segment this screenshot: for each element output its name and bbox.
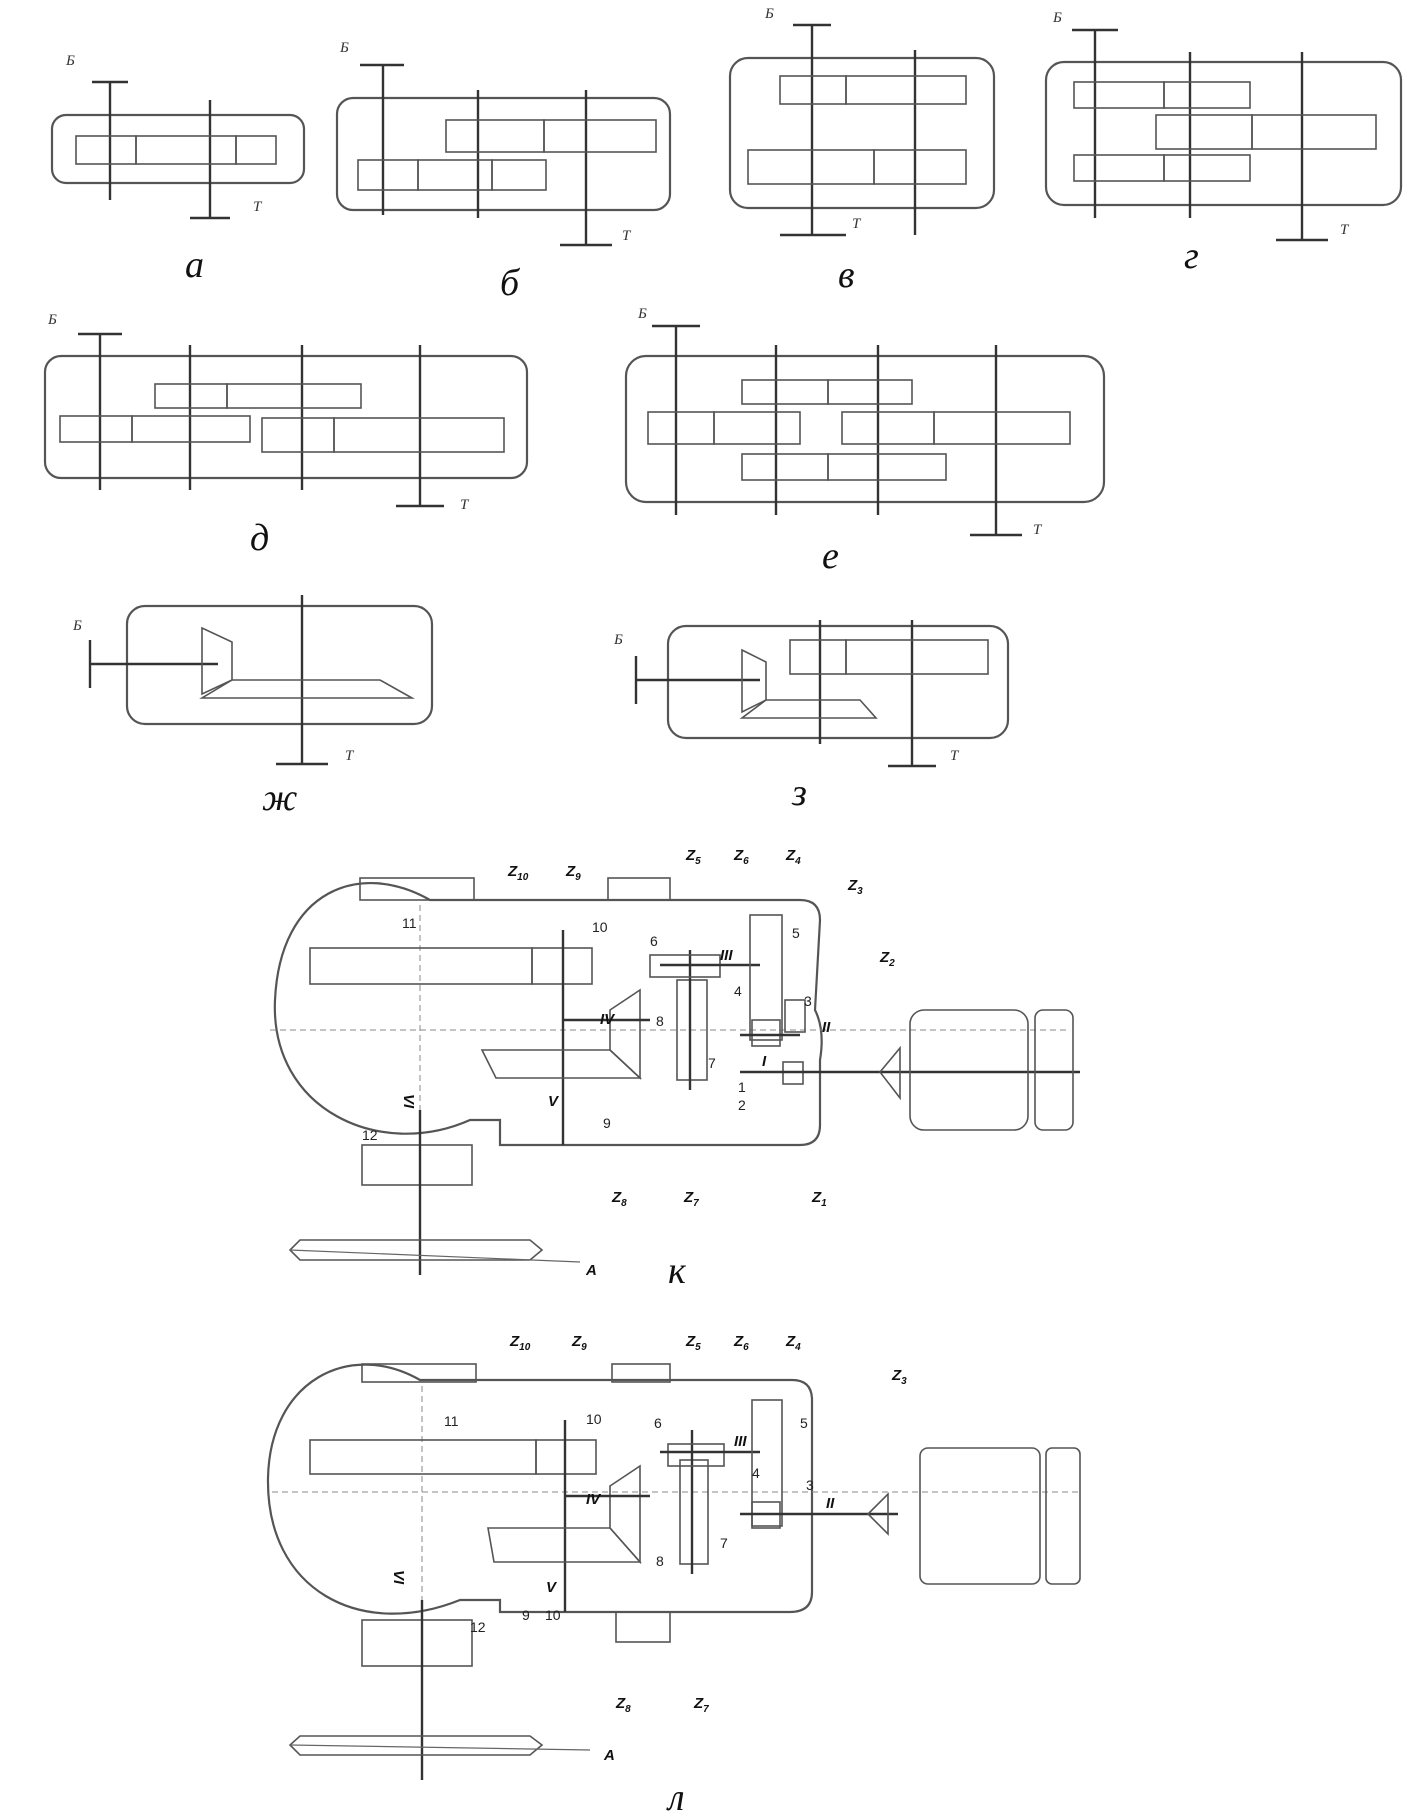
svg-text:A: A: [603, 1747, 615, 1764]
input-shaft-label: Б: [1052, 10, 1062, 26]
input-shaft-label: Б: [339, 40, 349, 56]
scheme-d: Б Т д: [43, 312, 529, 559]
svg-text:2: 2: [738, 1097, 746, 1113]
svg-text:5: 5: [800, 1415, 808, 1431]
svg-text:6: 6: [650, 933, 658, 949]
svg-text:III: III: [734, 1433, 747, 1450]
svg-text:10: 10: [586, 1411, 602, 1427]
scheme-z: Б Т з: [613, 620, 1010, 814]
caption-z: з: [791, 772, 807, 814]
svg-text:3: 3: [804, 993, 812, 1009]
output-shaft-label: Т: [852, 216, 862, 232]
svg-text:12: 12: [362, 1127, 378, 1143]
svg-text:9: 9: [522, 1607, 530, 1623]
output-shaft-label: Т: [1340, 222, 1350, 238]
svg-text:Z1: Z1: [811, 1189, 827, 1209]
output-shaft-label: Т: [950, 748, 960, 764]
output-shaft-label: Т: [253, 199, 263, 215]
svg-text:5: 5: [792, 925, 800, 941]
svg-text:Z6: Z6: [733, 847, 749, 867]
caption-zh: ж: [262, 777, 297, 819]
output-shaft-label: Т: [460, 497, 470, 513]
svg-text:Z9: Z9: [565, 863, 581, 883]
output-shaft-label: Т: [622, 228, 632, 244]
caption-e: е: [822, 535, 839, 577]
svg-text:IV: IV: [600, 1011, 616, 1028]
svg-text:Z7: Z7: [683, 1189, 699, 1209]
input-shaft-label: Б: [613, 632, 623, 648]
svg-text:3: 3: [806, 1477, 814, 1493]
scheme-zh: Б Т ж: [72, 595, 434, 819]
svg-text:8: 8: [656, 1013, 664, 1029]
svg-text:Z10: Z10: [507, 863, 529, 883]
input-shaft-label: Б: [764, 6, 774, 22]
scheme-g: Б Т г: [1044, 10, 1403, 277]
svg-text:4: 4: [752, 1465, 760, 1481]
scheme-k: Z10 Z9 Z5 Z6 Z4 Z3 Z2 Z8 Z7 Z1 IV III II…: [270, 847, 1080, 1292]
svg-text:Z6: Z6: [733, 1333, 749, 1353]
svg-text:8: 8: [656, 1553, 664, 1569]
output-shaft-label: Т: [1033, 522, 1043, 538]
caption-a: а: [185, 244, 204, 286]
input-shaft-label: Б: [72, 618, 82, 634]
svg-text:III: III: [720, 947, 733, 964]
svg-text:9: 9: [603, 1115, 611, 1131]
svg-text:Z2: Z2: [879, 949, 895, 969]
input-shaft-label: Б: [47, 312, 57, 328]
svg-text:4: 4: [734, 983, 742, 999]
svg-text:Z5: Z5: [685, 847, 701, 867]
svg-text:7: 7: [720, 1535, 728, 1551]
svg-text:Z9: Z9: [571, 1333, 587, 1353]
svg-text:II: II: [826, 1495, 835, 1512]
input-shaft-label: Б: [65, 53, 75, 69]
svg-text:Z8: Z8: [615, 1695, 631, 1715]
svg-text:Z10: Z10: [509, 1333, 531, 1353]
svg-text:VI: VI: [390, 1570, 407, 1585]
svg-text:Z4: Z4: [785, 847, 801, 867]
caption-b: б: [500, 262, 521, 304]
svg-text:10: 10: [545, 1607, 561, 1623]
svg-text:Z8: Z8: [611, 1189, 627, 1209]
caption-d: д: [250, 517, 269, 559]
svg-text:I: I: [762, 1053, 767, 1070]
output-shaft-label: Т: [345, 748, 355, 764]
caption-g: г: [1184, 235, 1199, 277]
svg-text:11: 11: [402, 915, 417, 931]
svg-text:V: V: [548, 1093, 560, 1110]
caption-v: в: [838, 254, 855, 296]
svg-text:Z7: Z7: [693, 1695, 709, 1715]
svg-text:V: V: [546, 1579, 558, 1596]
svg-text:IV: IV: [586, 1491, 602, 1508]
scheme-a: Б Т а: [50, 53, 306, 286]
svg-text:6: 6: [654, 1415, 662, 1431]
svg-text:11: 11: [444, 1413, 459, 1429]
svg-text:A: A: [585, 1262, 597, 1279]
scheme-v: Б Т в: [728, 6, 996, 296]
svg-text:Z4: Z4: [785, 1333, 801, 1353]
svg-text:Z3: Z3: [891, 1367, 907, 1387]
svg-text:VI: VI: [400, 1094, 417, 1109]
scheme-l: Z10 Z9 Z5 Z6 Z4 Z3 Z8 Z7 IV III II V VI …: [266, 1333, 1081, 1818]
svg-text:II: II: [822, 1019, 831, 1036]
scheme-b: Б Т б: [335, 40, 672, 304]
input-shaft-label: Б: [637, 306, 647, 322]
caption-l: л: [666, 1777, 685, 1818]
svg-text:1: 1: [738, 1079, 746, 1095]
svg-text:12: 12: [470, 1619, 486, 1635]
scheme-e: Б Т е: [624, 306, 1106, 577]
svg-text:10: 10: [592, 919, 608, 935]
svg-text:7: 7: [708, 1055, 716, 1071]
svg-text:Z3: Z3: [847, 877, 863, 897]
svg-text:Z5: Z5: [685, 1333, 701, 1353]
caption-k: к: [668, 1250, 687, 1292]
